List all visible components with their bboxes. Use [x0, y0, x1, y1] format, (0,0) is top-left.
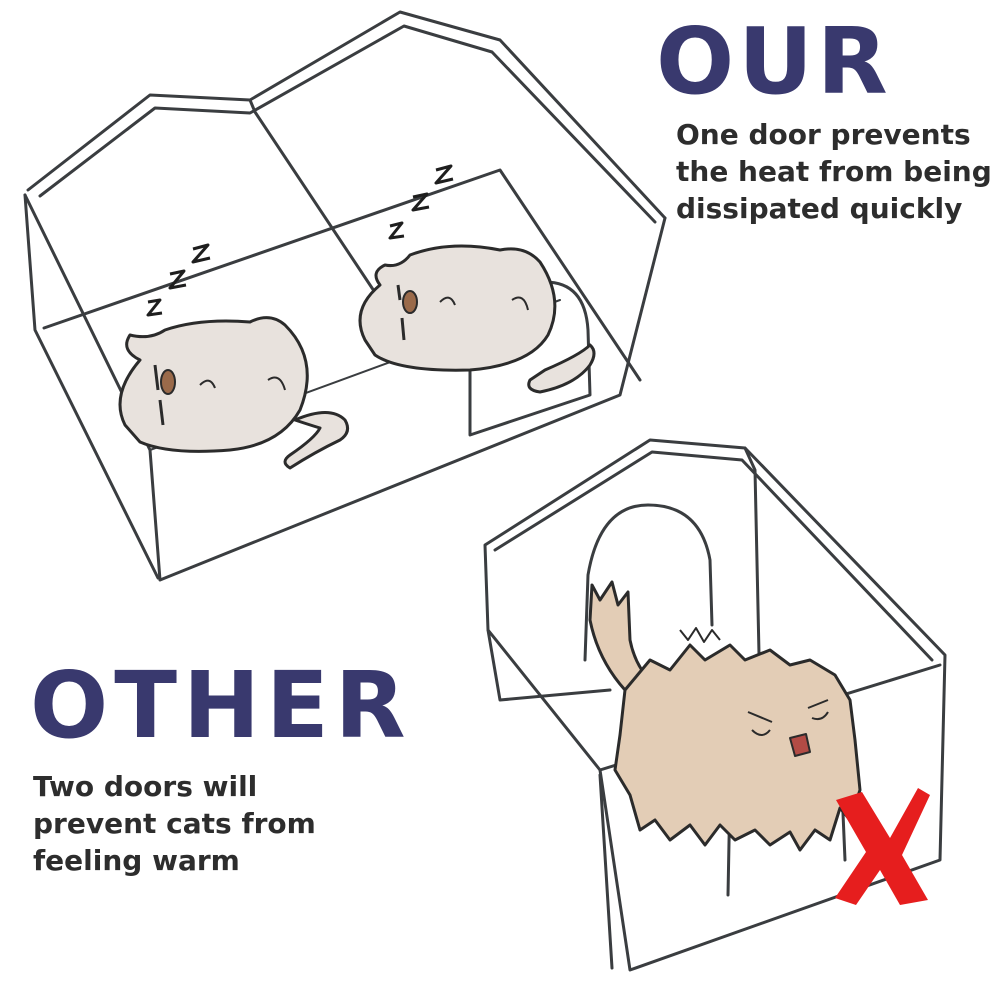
our-caption-line: One door prevents [676, 118, 971, 151]
other-heading: OTHER [30, 652, 412, 759]
reject-x-icon [835, 788, 930, 905]
other-caption-line: prevent cats from [33, 807, 316, 840]
our-caption-line: the heat from being [676, 155, 992, 188]
other-caption-line: Two doors will [33, 770, 258, 803]
our-heading: OUR [656, 8, 892, 115]
sleeping-cat-right [358, 244, 596, 394]
other-caption-line: feeling warm [33, 844, 240, 877]
sleep-z-icon [146, 164, 454, 317]
angry-cat [588, 580, 862, 852]
other-caption: Two doors will prevent cats from feeling… [33, 768, 316, 879]
our-house [23, 10, 667, 582]
our-caption: One door prevents the heat from being di… [676, 116, 992, 227]
our-caption-line: dissipated quickly [676, 192, 963, 225]
sleeping-cat-left [118, 316, 350, 470]
